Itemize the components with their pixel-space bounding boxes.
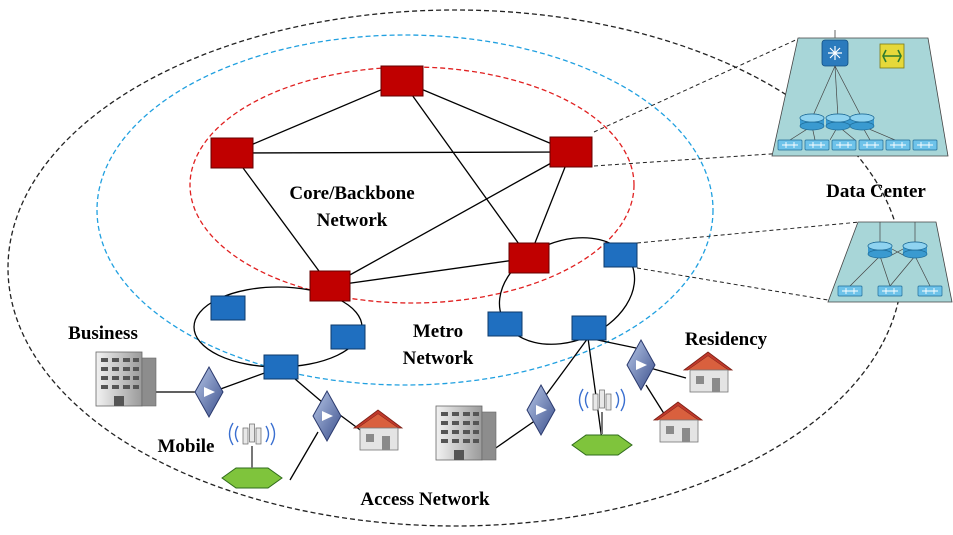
- cell-tower-icon: [578, 388, 626, 435]
- core-network-label-line2: Network: [317, 210, 388, 231]
- house-icon: [683, 351, 733, 393]
- core-router-top: [380, 65, 424, 97]
- data-center-label: Data Center: [826, 181, 926, 202]
- core-router-left: [210, 137, 254, 169]
- switch-icon: [912, 139, 938, 151]
- data-center-panel-1: [771, 30, 949, 157]
- access-network-label: Access Network: [360, 489, 490, 510]
- switch-icon: [877, 285, 903, 297]
- cell-tower-base: [571, 434, 633, 456]
- router-icon: [849, 113, 875, 131]
- switch-icon: [858, 139, 884, 151]
- house-icon: [353, 409, 403, 451]
- core-router-bottom-left: [309, 270, 351, 302]
- data-center-panel-2: [827, 221, 953, 303]
- metro-node-right-1: [603, 242, 638, 268]
- router-icon: [799, 113, 825, 131]
- core-links: [231, 80, 572, 287]
- metro-node-right-2: [487, 311, 523, 337]
- metro-network-ring: [96, 34, 714, 386]
- metro-network-label-line1: Metro: [413, 321, 463, 342]
- switch-icon: [804, 139, 830, 151]
- core-network-label-line1: Core/Backbone: [289, 183, 414, 204]
- metro-node-left-1: [210, 295, 246, 321]
- switch-icon: [837, 285, 863, 297]
- building-icon: [95, 351, 157, 407]
- metro-node-left-3: [263, 354, 299, 380]
- switch-icon: [777, 139, 803, 151]
- switch-icon: [917, 285, 943, 297]
- cell-tower-icon: [228, 422, 276, 469]
- residency-label: Residency: [685, 329, 768, 350]
- router-icon: [825, 113, 851, 131]
- building-icon: [435, 405, 497, 461]
- core-router-right: [549, 136, 593, 168]
- core-router-bottom-right: [508, 242, 550, 274]
- cell-tower-base: [221, 467, 283, 489]
- router-icon: [867, 241, 893, 259]
- switch-icon: [831, 139, 857, 151]
- mobile-label: Mobile: [158, 436, 215, 457]
- optical-unit-icon: [526, 384, 556, 436]
- metro-ring-right: [498, 237, 636, 345]
- metro-node-left-2: [330, 324, 366, 350]
- metro-node-right-3: [571, 315, 607, 341]
- metro-network-label-line2: Network: [403, 348, 474, 369]
- business-label: Business: [68, 323, 138, 344]
- switch-icon: [885, 139, 911, 151]
- router-icon: [902, 241, 928, 259]
- optical-unit-icon: [194, 366, 224, 418]
